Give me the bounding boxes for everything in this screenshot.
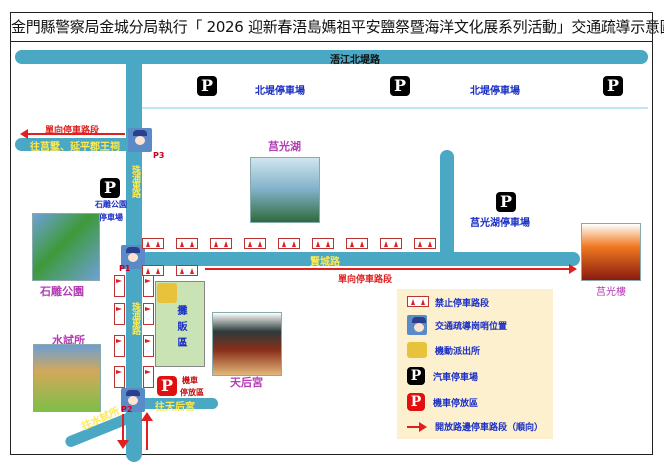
- no-parking-marker: [414, 238, 436, 249]
- car-parking-icon: P: [496, 192, 516, 212]
- park-lot-label-2: 停車場: [99, 213, 123, 222]
- stall-label: 攤販區: [175, 305, 186, 353]
- one-way-label: 單向停車路段: [45, 126, 100, 136]
- car-parking-icon: P: [407, 367, 425, 385]
- no-parking-marker: [114, 303, 125, 325]
- no-parking-marker: [114, 275, 125, 297]
- down-arrow: [122, 414, 124, 444]
- one-way-arrow: [20, 129, 125, 139]
- police-station-icon: [407, 342, 427, 358]
- one-way-label: 單向停車路段: [338, 275, 393, 285]
- legend-item: 開放路邊停車路段（順向）: [407, 417, 543, 435]
- legend-item: 禁止停車路段: [407, 293, 489, 311]
- down-arrow-head: [117, 440, 129, 449]
- one-way-arrow: [205, 264, 577, 274]
- shuishi-image: [33, 344, 101, 412]
- no-parking-marker: [143, 275, 154, 297]
- road-west-label: 往莒墅、延平郡王祠: [30, 142, 120, 153]
- tower-image: [581, 223, 641, 281]
- no-parking-marker: [114, 366, 125, 388]
- road-vertical-label-2: 珠浦東路: [130, 302, 140, 334]
- no-parking-marker: [244, 238, 266, 249]
- park-lot-label: 石雕公園: [95, 200, 127, 209]
- moto-label-2: 停放區: [180, 388, 204, 397]
- police-station-icon: [157, 283, 177, 303]
- lake-image: [250, 157, 320, 223]
- map-title: 金門縣警察局金城分局執行「 2026 迎新春浯島媽祖平安鹽祭暨海洋文化展系列活動…: [10, 12, 664, 42]
- north-lot-label-1[interactable]: 北堤停車場: [255, 86, 305, 97]
- lake-label: 莒光湖: [268, 140, 301, 153]
- road-main-label: 賢城路: [310, 257, 340, 268]
- traffic-post-icon: [407, 315, 427, 335]
- tower-label: 莒光樓: [596, 287, 626, 298]
- arrow-right-icon: [407, 418, 427, 434]
- road-top-label: 浯江北堤路: [330, 55, 380, 66]
- traffic-post-icon: [121, 245, 145, 269]
- car-parking-icon: P: [390, 76, 410, 96]
- no-parking-marker: [380, 238, 402, 249]
- north-lot-label-2[interactable]: 北堤停車場: [470, 86, 520, 97]
- road-tianhou: [140, 398, 218, 409]
- up-arrow-head: [141, 412, 153, 421]
- moto-label-1: 機車: [182, 376, 198, 385]
- no-parking-marker: [143, 366, 154, 388]
- no-parking-marker: [278, 238, 300, 249]
- post-p3: P3: [153, 151, 165, 160]
- no-parking-marker: [176, 265, 198, 276]
- car-parking-icon: P: [100, 178, 120, 198]
- park-label: 石雕公園: [40, 285, 84, 298]
- road-tianhou-label: 往天后宮: [155, 402, 195, 413]
- moto-parking-icon: P: [407, 393, 425, 411]
- road-main: [140, 252, 580, 266]
- no-parking-marker: [346, 238, 368, 249]
- no-parking-marker: [114, 335, 125, 357]
- moto-parking-icon: P: [157, 376, 177, 396]
- tianhou-label: 天后宮: [230, 376, 263, 389]
- tianhou-image: [212, 312, 282, 376]
- lake-lot-label[interactable]: 莒光湖停車場: [470, 218, 530, 229]
- traffic-post-icon: [121, 388, 145, 412]
- map-area: [10, 42, 653, 455]
- up-arrow: [146, 420, 148, 450]
- no-parking-marker: [312, 238, 334, 249]
- no-parking-marker: [143, 303, 154, 325]
- no-parking-marker: [142, 238, 164, 249]
- road-vertical-label: 珠浦東路: [130, 165, 140, 197]
- divider: [140, 107, 648, 109]
- no-parking-marker: [210, 238, 232, 249]
- shuishi-label: 水試所: [52, 334, 85, 347]
- legend-item: 交通疏導崗哨位置: [407, 315, 507, 335]
- no-parking-marker: [176, 238, 198, 249]
- road-top: [15, 50, 648, 64]
- no-parking-icon: [407, 294, 429, 310]
- car-parking-icon: P: [603, 76, 623, 96]
- post-p1: P1: [119, 264, 131, 273]
- traffic-post-icon: [128, 128, 152, 152]
- no-parking-marker: [143, 335, 154, 357]
- post-p2: P2: [121, 405, 133, 414]
- park-image: [32, 213, 100, 281]
- legend-item: 機動派出所: [407, 341, 480, 359]
- road-lake: [440, 150, 454, 262]
- road-west: [15, 138, 140, 151]
- car-parking-icon: P: [197, 76, 217, 96]
